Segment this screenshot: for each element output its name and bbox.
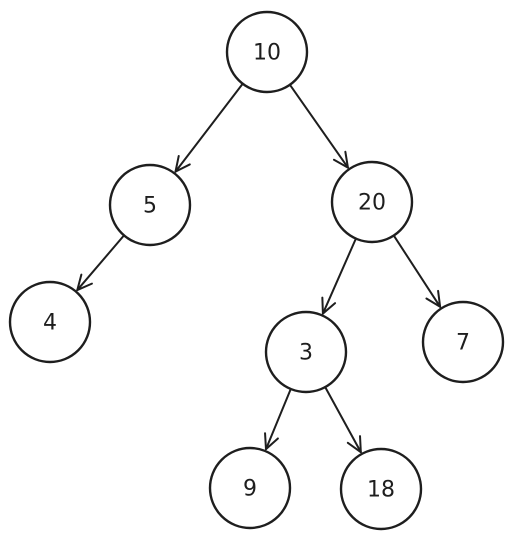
- node-label: 10: [253, 41, 281, 66]
- node-circle: [330, 160, 414, 244]
- edges-layer: [76, 82, 442, 454]
- edge-line: [324, 386, 362, 454]
- tree-node-5: 5: [108, 163, 192, 247]
- edge-10-to-5: [174, 82, 244, 173]
- edge-line: [288, 83, 349, 169]
- tree-node-7: 7: [421, 300, 505, 384]
- node-label: 20: [358, 191, 386, 216]
- node-circle: [264, 310, 348, 394]
- edge-line: [174, 82, 244, 173]
- edge-3-to-18: [324, 386, 362, 454]
- edge-3-to-9: [264, 387, 292, 451]
- node-label: 18: [367, 478, 395, 503]
- edge-line: [264, 387, 292, 451]
- edge-20-to-7: [392, 234, 442, 308]
- node-circle: [208, 446, 292, 530]
- edge-line: [76, 234, 126, 292]
- node-label: 4: [43, 311, 57, 336]
- edge-5-to-4: [76, 234, 126, 292]
- node-label: 7: [456, 331, 470, 356]
- arrow-head-icon: [174, 154, 191, 173]
- arrow-head-icon: [264, 432, 279, 451]
- node-circle: [225, 10, 309, 94]
- edge-line: [321, 237, 357, 315]
- tree-node-3: 3: [264, 310, 348, 394]
- tree-node-20: 20: [330, 160, 414, 244]
- node-label: 3: [299, 341, 313, 366]
- edge-20-to-3: [321, 237, 357, 315]
- tree-node-4: 4: [8, 280, 92, 364]
- edge-10-to-20: [288, 83, 349, 169]
- node-label: 9: [243, 477, 257, 502]
- nodes-layer: 10 5 20 4 3 7 9 18: [8, 10, 505, 531]
- node-circle: [108, 163, 192, 247]
- tree-node-10: 10: [225, 10, 309, 94]
- arrow-head-icon: [321, 296, 337, 315]
- node-circle: [421, 300, 505, 384]
- arrow-head-icon: [332, 150, 349, 169]
- node-circle: [8, 280, 92, 364]
- node-label: 5: [143, 194, 157, 219]
- edge-line: [392, 234, 442, 308]
- arrow-head-icon: [76, 273, 93, 292]
- tree-node-18: 18: [339, 447, 423, 531]
- tree-node-9: 9: [208, 446, 292, 530]
- node-circle: [339, 447, 423, 531]
- arrow-head-icon: [346, 435, 362, 454]
- arrow-head-icon: [425, 289, 442, 308]
